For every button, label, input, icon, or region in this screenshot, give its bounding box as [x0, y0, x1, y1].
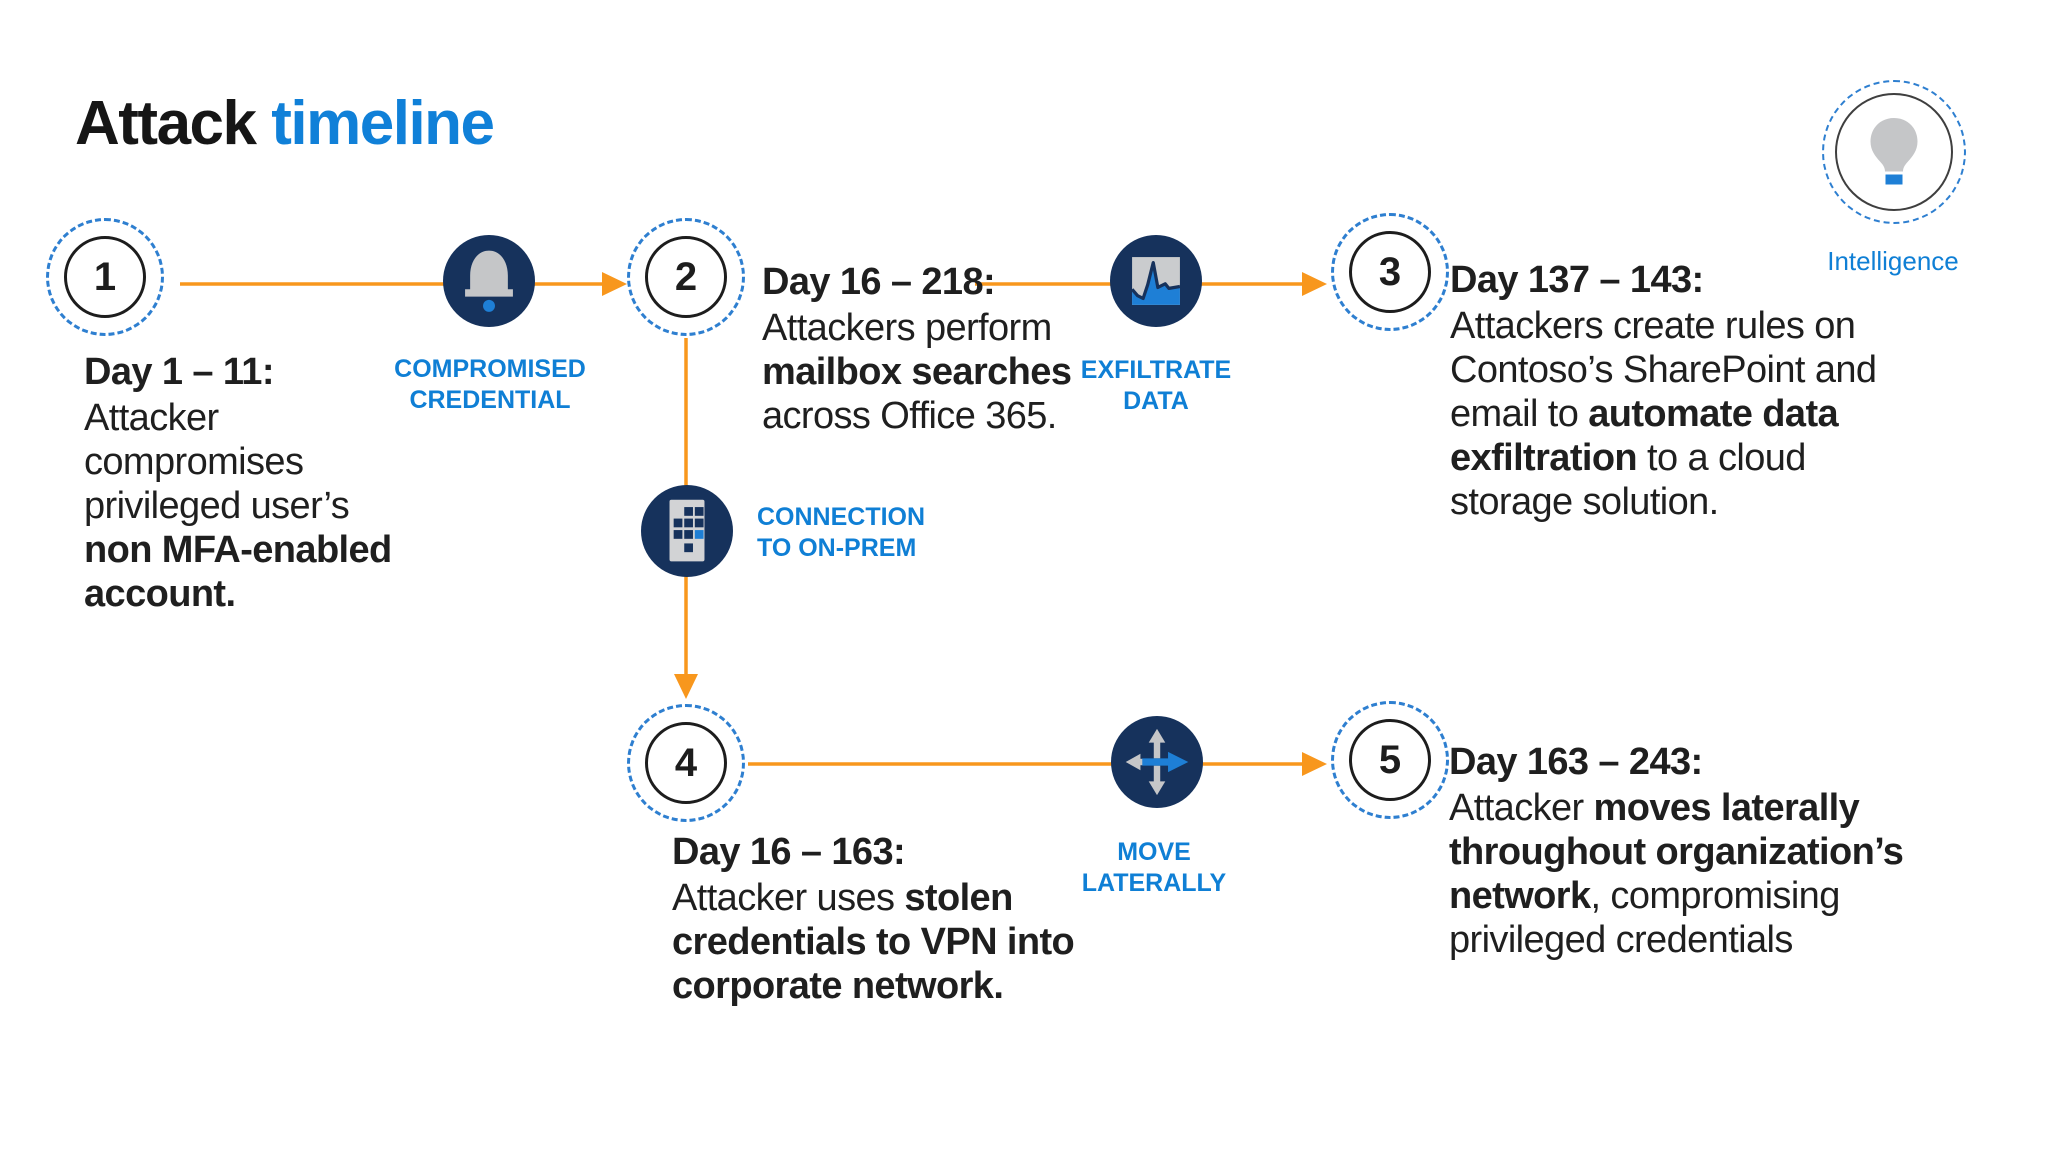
- node-2-number: 2: [645, 236, 727, 318]
- page-title: Attack timeline: [75, 88, 495, 159]
- intelligence-badge: [1822, 80, 1966, 224]
- timeline-node-1: 1: [46, 218, 164, 336]
- node-5-number: 5: [1349, 719, 1431, 801]
- arrowhead-into-node5: [1302, 752, 1327, 776]
- arrowhead-into-node4: [674, 674, 698, 699]
- step-3-heading: Day 137 – 143:: [1450, 259, 1704, 301]
- step-5-heading: Day 163 – 243:: [1449, 741, 1703, 783]
- intelligence-circle: [1835, 93, 1953, 211]
- step-4-heading: Day 16 – 163:: [672, 831, 906, 873]
- node-3-number: 3: [1349, 231, 1431, 313]
- timeline-node-4: 4: [627, 704, 745, 822]
- arrowhead-into-node3: [1302, 272, 1327, 296]
- timeline-node-3: 3: [1331, 213, 1449, 331]
- directional-arrows-icon: [1125, 728, 1189, 796]
- connection-on-prem-icon: [641, 485, 733, 577]
- connection-on-prem-label: CONNECTION TO ON-PREM: [757, 503, 926, 562]
- intelligence-label: Intelligence: [1827, 246, 1959, 276]
- timeline-node-2: 2: [627, 218, 745, 336]
- exfiltrate-data-icon: [1110, 235, 1202, 327]
- timeline-node-5: 5: [1331, 701, 1449, 819]
- lightbulb-icon: [1870, 118, 1918, 185]
- node-1-number: 1: [64, 236, 146, 318]
- compromised-credential-icon: [443, 235, 535, 327]
- node-4-number: 4: [645, 722, 727, 804]
- step-3-text: Day 137 – 143: Attackers create rules on…: [1450, 258, 1920, 524]
- move-laterally-label: MOVE LATERALLY: [1081, 838, 1227, 897]
- compromised-credential-label: COMPROMISED CREDENTIAL: [394, 355, 586, 414]
- step-1-heading: Day 1 – 11:: [84, 351, 274, 393]
- bell-icon: [465, 250, 513, 312]
- move-laterally-icon: [1111, 716, 1203, 808]
- arrowhead-into-node2: [602, 272, 627, 296]
- page-title-timeline: timeline: [271, 89, 495, 158]
- page-title-attack: Attack: [75, 89, 272, 158]
- area-chart-icon: [1130, 257, 1181, 305]
- building-icon: [669, 499, 705, 562]
- step-2-heading: Day 16 – 218:: [762, 261, 996, 303]
- exfiltrate-data-label: EXFILTRATE DATA: [1080, 356, 1232, 415]
